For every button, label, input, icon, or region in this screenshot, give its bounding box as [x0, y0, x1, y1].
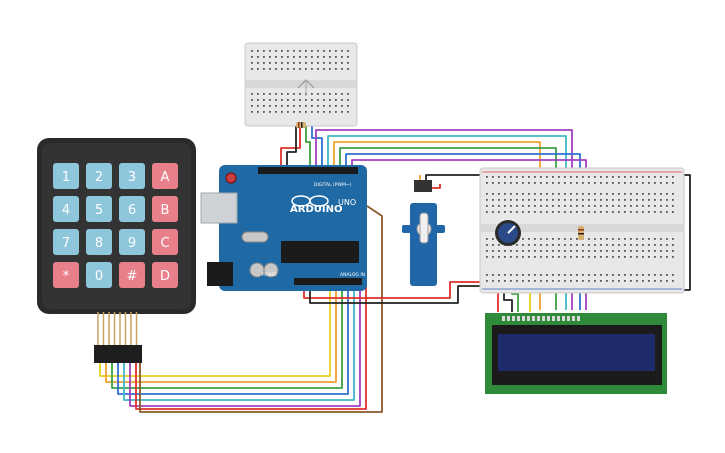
- key-label: #: [127, 269, 138, 284]
- key-label: 4: [62, 203, 70, 218]
- wire: [123, 283, 355, 401]
- key-7[interactable]: 7: [53, 229, 79, 255]
- resistor-breadboard: [578, 226, 584, 240]
- wire: [99, 283, 331, 377]
- resistor-top: [296, 122, 306, 128]
- analog-label: ANALOG IN: [340, 272, 365, 278]
- key-0[interactable]: 0: [86, 262, 112, 288]
- key-label: C: [160, 236, 169, 251]
- key-label: 7: [62, 236, 70, 251]
- key-label: 0: [95, 269, 103, 284]
- key-C[interactable]: C: [152, 229, 178, 255]
- lcd-screen: [498, 334, 655, 371]
- key-1[interactable]: 1: [53, 163, 79, 189]
- wire: [303, 281, 480, 299]
- digital-label: DIGITAL (PWM~): [314, 182, 352, 188]
- key-label: D: [160, 269, 170, 284]
- arduino-model: UNO: [338, 198, 356, 207]
- wire: [139, 205, 383, 413]
- reset-button[interactable]: [225, 172, 237, 184]
- key-label: 3: [128, 170, 136, 185]
- key-D[interactable]: D: [152, 262, 178, 288]
- key-5[interactable]: 5: [86, 196, 112, 222]
- key-9[interactable]: 9: [119, 229, 145, 255]
- potentiometer[interactable]: [495, 220, 521, 246]
- usb-port: [200, 192, 238, 224]
- key-label: 9: [128, 236, 136, 251]
- key-label: 2: [95, 170, 103, 185]
- wire: [105, 283, 337, 383]
- wire: [280, 118, 301, 170]
- key-label: 1: [62, 170, 70, 185]
- power-label: POWER: [262, 272, 277, 277]
- key-3[interactable]: 3: [119, 163, 145, 189]
- wire: [425, 174, 691, 291]
- analog-header: [294, 278, 362, 285]
- key-label: A: [161, 170, 170, 185]
- wire: [309, 283, 480, 304]
- key-label: *: [63, 269, 70, 284]
- key-label: 6: [128, 203, 136, 218]
- servo-motor: [402, 180, 445, 286]
- lcd-display: [485, 313, 667, 394]
- key-label: 5: [95, 203, 103, 218]
- wire: [432, 184, 441, 189]
- key-label: B: [161, 203, 170, 218]
- keypad[interactable]: 1 2 3 A 4 5 6 B 7 8 9 C * 0 # D: [37, 138, 196, 363]
- digital-header: [258, 167, 358, 174]
- wire: [305, 112, 311, 170]
- key-*[interactable]: *: [53, 262, 79, 288]
- arduino-logo: ARDUINO: [290, 204, 342, 215]
- key-4[interactable]: 4: [53, 196, 79, 222]
- key-#[interactable]: #: [119, 262, 145, 288]
- atmega-chip: [281, 241, 359, 263]
- key-2[interactable]: 2: [86, 163, 112, 189]
- power-jack: [207, 262, 233, 286]
- key-A[interactable]: A: [152, 163, 178, 189]
- key-label: 8: [95, 236, 103, 251]
- mini-breadboard: [244, 42, 358, 127]
- key-8[interactable]: 8: [86, 229, 112, 255]
- arduino-uno: ARDUINO UNO DIGITAL (PWM~) ANALOG IN POW…: [200, 165, 367, 291]
- key-B[interactable]: B: [152, 196, 178, 222]
- key-6[interactable]: 6: [119, 196, 145, 222]
- wire: [286, 118, 297, 170]
- wire: [129, 283, 361, 407]
- wire: [111, 283, 343, 389]
- wire: [117, 283, 349, 395]
- wire: [135, 283, 367, 410]
